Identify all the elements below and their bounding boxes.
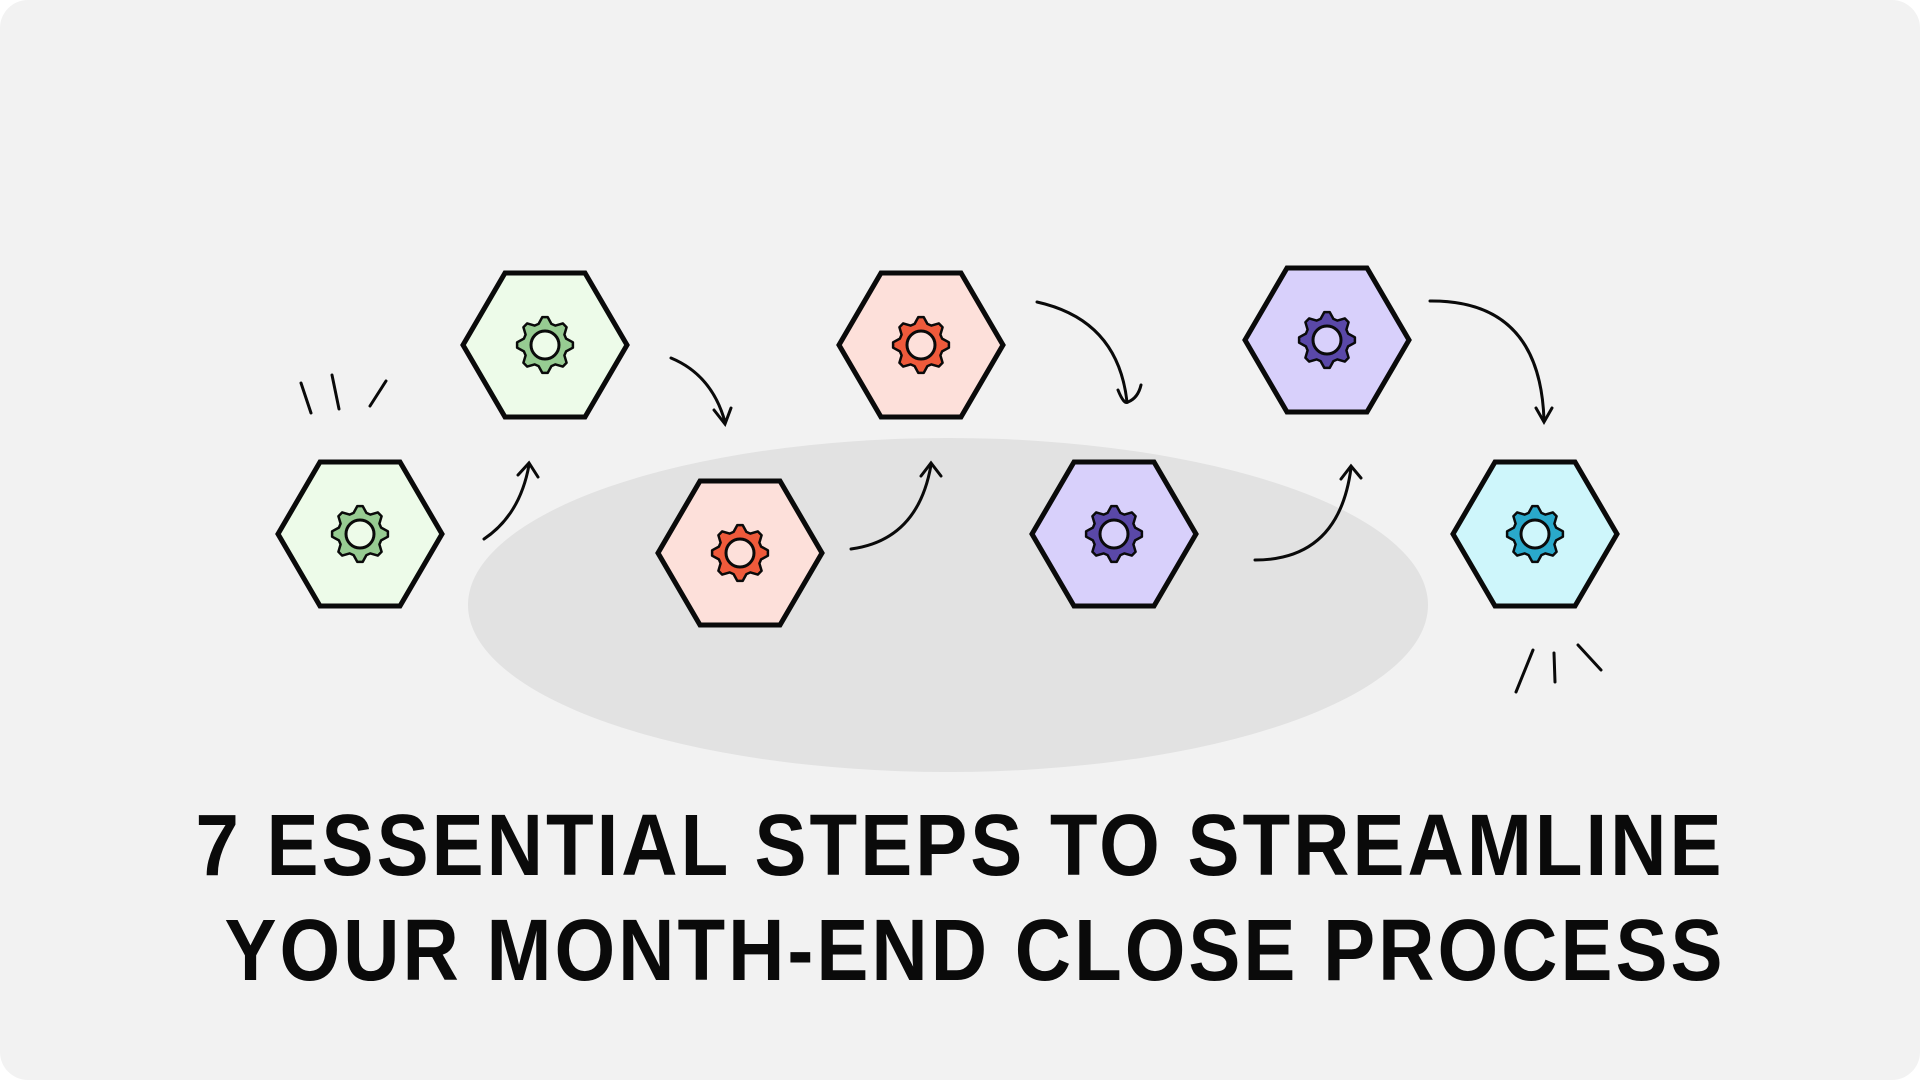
title-line-1: 7 ESSENTIAL STEPS TO STREAMLINE xyxy=(195,795,1725,895)
arrow-5 xyxy=(1253,463,1363,562)
step-4-hexagon xyxy=(836,270,1006,420)
step-5-hexagon xyxy=(1029,459,1199,609)
gear-hole xyxy=(905,329,937,361)
step-6-hexagon xyxy=(1242,265,1412,415)
arrow-6 xyxy=(1428,299,1554,426)
arrow-3 xyxy=(849,460,943,551)
arrow-1 xyxy=(482,460,540,541)
gear-hole xyxy=(529,329,561,361)
step-1-hexagon xyxy=(275,459,445,609)
gear-hole xyxy=(724,537,756,569)
gear-hole xyxy=(1519,518,1551,550)
gear-hole xyxy=(1311,324,1343,356)
step-7-hexagon xyxy=(1450,459,1620,609)
step-2-hexagon xyxy=(460,270,630,420)
arrow-2 xyxy=(669,356,733,428)
gear-hole xyxy=(1098,518,1130,550)
arrow-4 xyxy=(1035,300,1143,404)
spark-lines-end xyxy=(1514,643,1603,694)
spark-lines-start xyxy=(299,373,388,415)
title-line-2: YOUR MONTH-END CLOSE PROCESS xyxy=(224,900,1726,1000)
step-3-hexagon xyxy=(655,478,825,628)
background-ellipse xyxy=(468,438,1428,772)
gear-hole xyxy=(344,518,376,550)
